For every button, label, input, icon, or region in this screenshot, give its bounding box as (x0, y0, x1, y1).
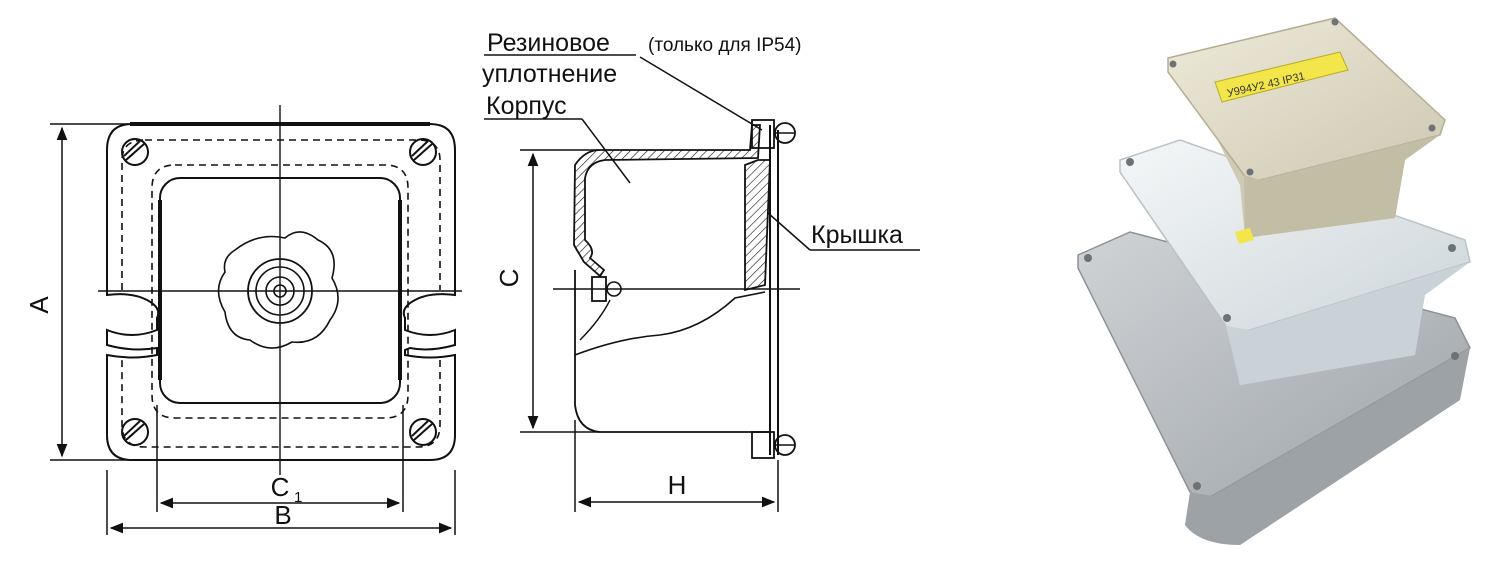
small-box-yellow-label (1214, 51, 1349, 103)
body-section-wall (573, 124, 761, 278)
section-view (553, 119, 800, 459)
callout-rubber-seal-note: (только для IP54) (648, 35, 801, 56)
body-lower-outline (574, 270, 770, 433)
medium-box-side (1226, 262, 1470, 385)
bottom-fastener (751, 431, 775, 459)
screw-icon (409, 418, 437, 446)
callout-rubber-seal: Резиновое (487, 29, 610, 57)
lid-section (744, 159, 771, 292)
callout-leaders (484, 54, 920, 251)
callout-rubber-seal-line2: уплотнение (482, 60, 617, 88)
screw-icon (121, 418, 149, 446)
section-dimensions (520, 149, 779, 512)
product-photo: У994У2 43 IP31 (1077, 17, 1471, 545)
screw-icon (121, 138, 149, 166)
callout-body: Корпус (486, 92, 567, 120)
dim-label-c: C (494, 269, 524, 288)
dim-label-h: H (668, 470, 687, 500)
front-view (98, 105, 462, 475)
top-fastener (751, 119, 775, 149)
front-dashed-outline-2 (151, 164, 409, 419)
large-box-side (1185, 348, 1470, 545)
front-dimensions (50, 123, 456, 535)
cable-entry-outline (217, 231, 339, 349)
dim-label-c1-subscript: 1 (294, 489, 302, 506)
dim-label-a: A (24, 296, 54, 314)
callout-lid: Крышка (811, 221, 903, 249)
dim-label-c1: C (271, 472, 290, 502)
small-box-side (1244, 135, 1440, 238)
dim-label-b: B (274, 500, 291, 530)
medium-box-sticker (1235, 228, 1254, 244)
screw-icon (409, 138, 437, 166)
